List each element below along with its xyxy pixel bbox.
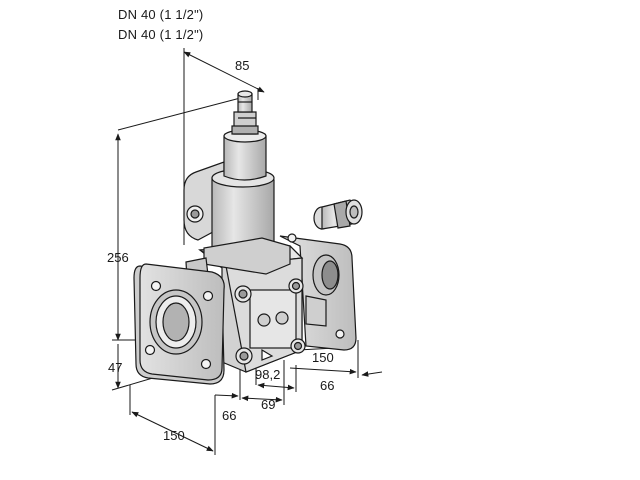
dim-right-66: 66 [320, 378, 334, 393]
cable-gland [313, 199, 363, 230]
dim-height-total: 256 [107, 250, 129, 265]
dim-right-150: 150 [312, 350, 334, 365]
dim-center-98: 98,2 [255, 367, 280, 382]
right-flange [279, 233, 357, 351]
heading-line-2: DN 40 (1 1/2") [118, 27, 204, 42]
dim-bottom-69: 69 [261, 397, 275, 412]
dim-height-lower: 47 [108, 360, 122, 375]
valve-body [185, 237, 327, 373]
left-flange [133, 263, 225, 385]
dim-bottom-66: 66 [222, 408, 236, 423]
dim-top-width: 85 [235, 58, 249, 73]
dim-flange-diagonal: 150 [163, 428, 185, 443]
actuator [183, 90, 275, 259]
heading-line-1: DN 40 (1 1/2") [118, 7, 204, 22]
